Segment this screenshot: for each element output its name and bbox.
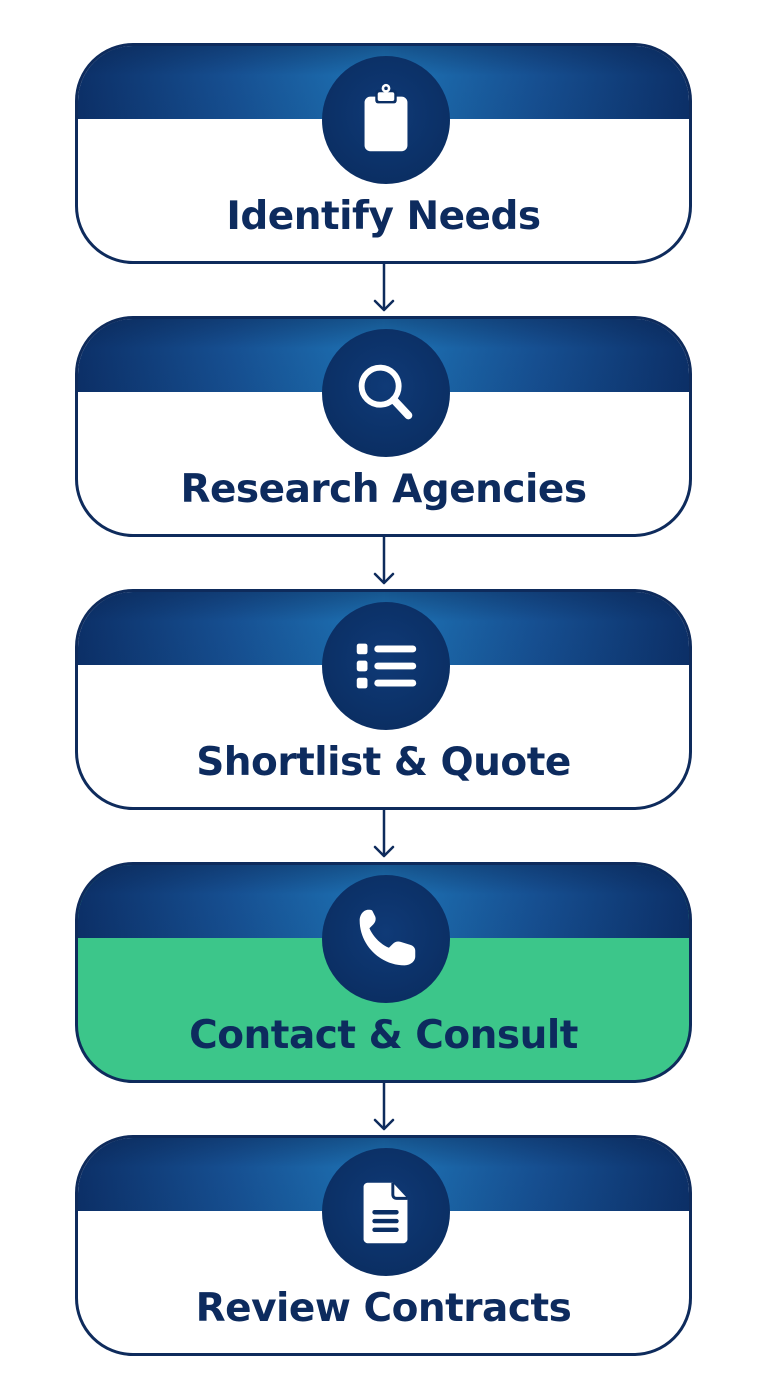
search-icon [358,364,413,420]
step-label: Research Agencies [180,467,587,512]
step-research-agencies: Research Agencies [75,316,692,537]
connector-arrow [372,537,396,589]
arrow-down-icon [373,810,395,858]
arrow-down-icon [373,537,395,585]
step-label: Contact & Consult [189,1013,578,1058]
step-identify-needs: Identify Needs [75,43,692,264]
arrow-down-icon [373,264,395,312]
step-label: Identify Needs [226,194,541,239]
icon-badge [322,1148,450,1276]
connector-arrow [372,810,396,862]
step-contact-consult: Contact & Consult [75,862,692,1083]
connector-arrow [372,264,396,316]
connector-arrow [372,1083,396,1135]
document-icon [363,1182,408,1244]
list-icon [356,643,417,689]
step-review-contracts: Review Contracts [75,1135,692,1356]
icon-badge [322,875,450,1003]
icon-badge [322,56,450,184]
step-label: Shortlist & Quote [196,740,571,785]
step-label: Review Contracts [195,1286,572,1331]
icon-badge [322,329,450,457]
step-shortlist-quote: Shortlist & Quote [75,589,692,810]
icon-badge [322,602,450,730]
phone-icon [359,909,416,966]
arrow-down-icon [373,1083,395,1131]
clipboard-icon [364,83,408,152]
